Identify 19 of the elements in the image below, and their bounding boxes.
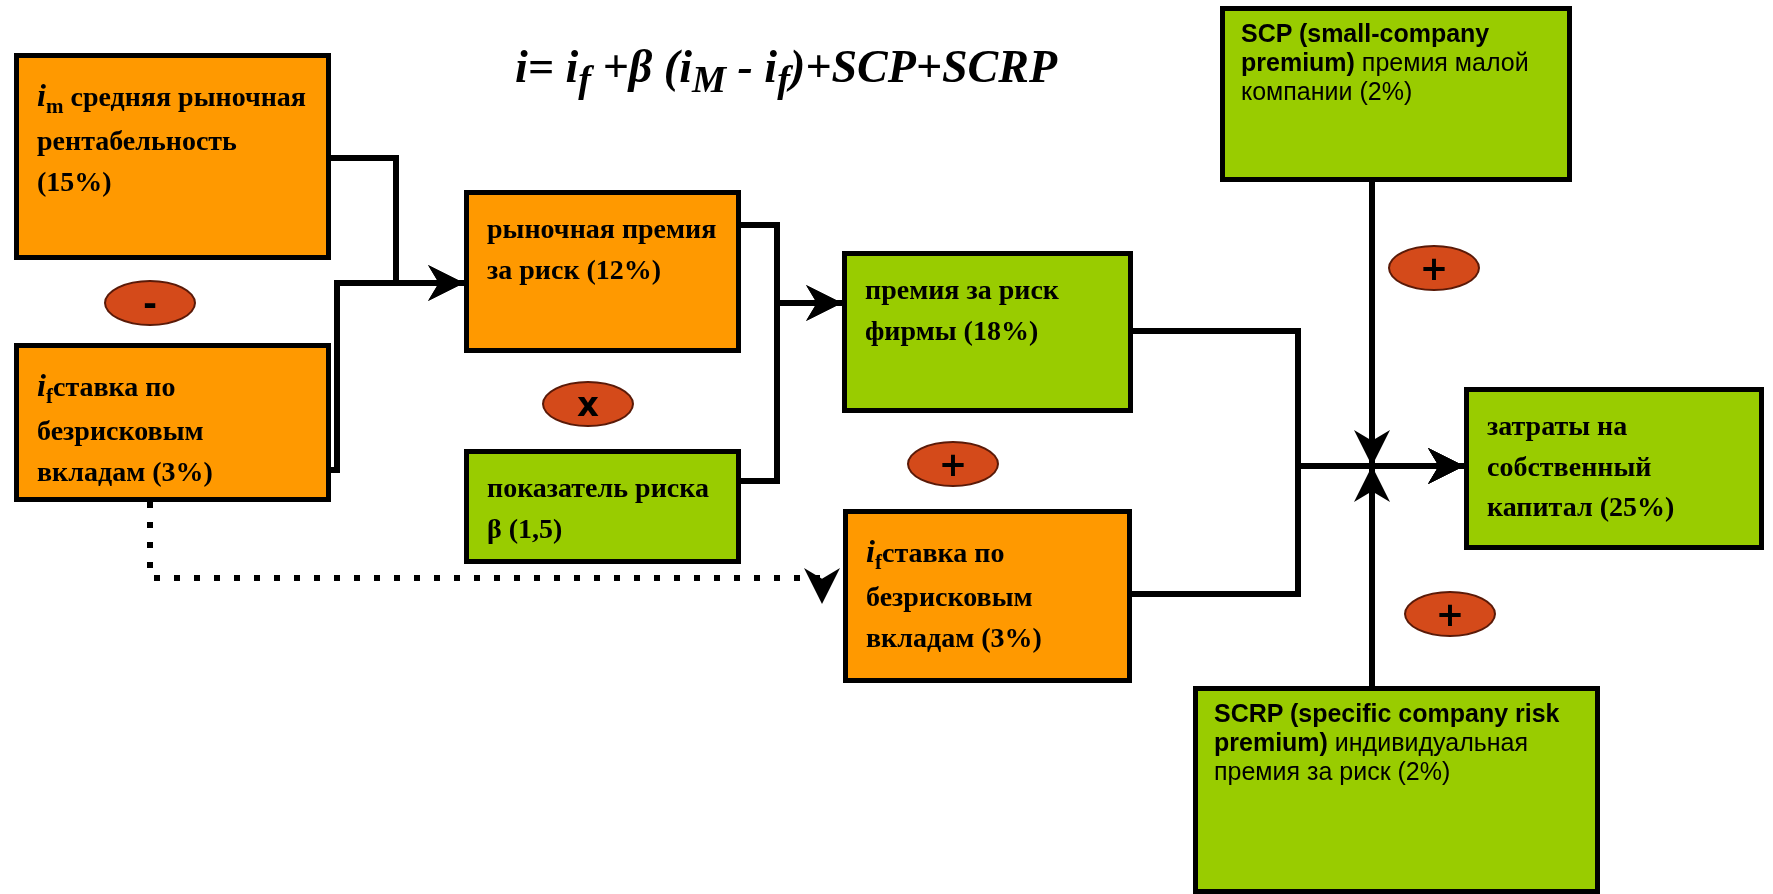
process-box: премия за риск фирмы (18%)	[842, 251, 1133, 413]
formula: i= i$_{f}$ +β (i$_{M}$ - i$_{f}$)+SCP+SCRP	[515, 40, 1058, 102]
arrow	[331, 265, 464, 473]
process-box: i$_{f}$ставка по безрисковым вкладам (3%)	[843, 509, 1132, 683]
process-box: i$_{m}$ средняя рыночная рентабельность (15%)	[14, 53, 331, 260]
process-box: SCP (small-company premium) премия малой компании (2%)	[1220, 6, 1572, 182]
operator-oval: x	[542, 381, 634, 427]
operator-oval: -	[104, 280, 196, 326]
operator-oval: +	[1404, 591, 1496, 637]
arrow	[741, 285, 842, 484]
operator-oval: +	[1388, 245, 1480, 291]
process-box: SCRP (specific company risk premium) индивидуальная премия за риск (2%)	[1193, 686, 1600, 894]
operator-oval: +	[907, 441, 999, 487]
process-box: рыночная премия за риск (12%)	[464, 190, 741, 353]
arrow	[147, 502, 840, 604]
process-box: i$_{f}$ставка по безрисковым вкладам (3%)	[14, 343, 331, 502]
process-box: затраты на собственный капитал (25%)	[1464, 387, 1764, 550]
arrow	[1354, 448, 1464, 686]
process-box: показатель риска β (1,5)	[464, 449, 741, 564]
